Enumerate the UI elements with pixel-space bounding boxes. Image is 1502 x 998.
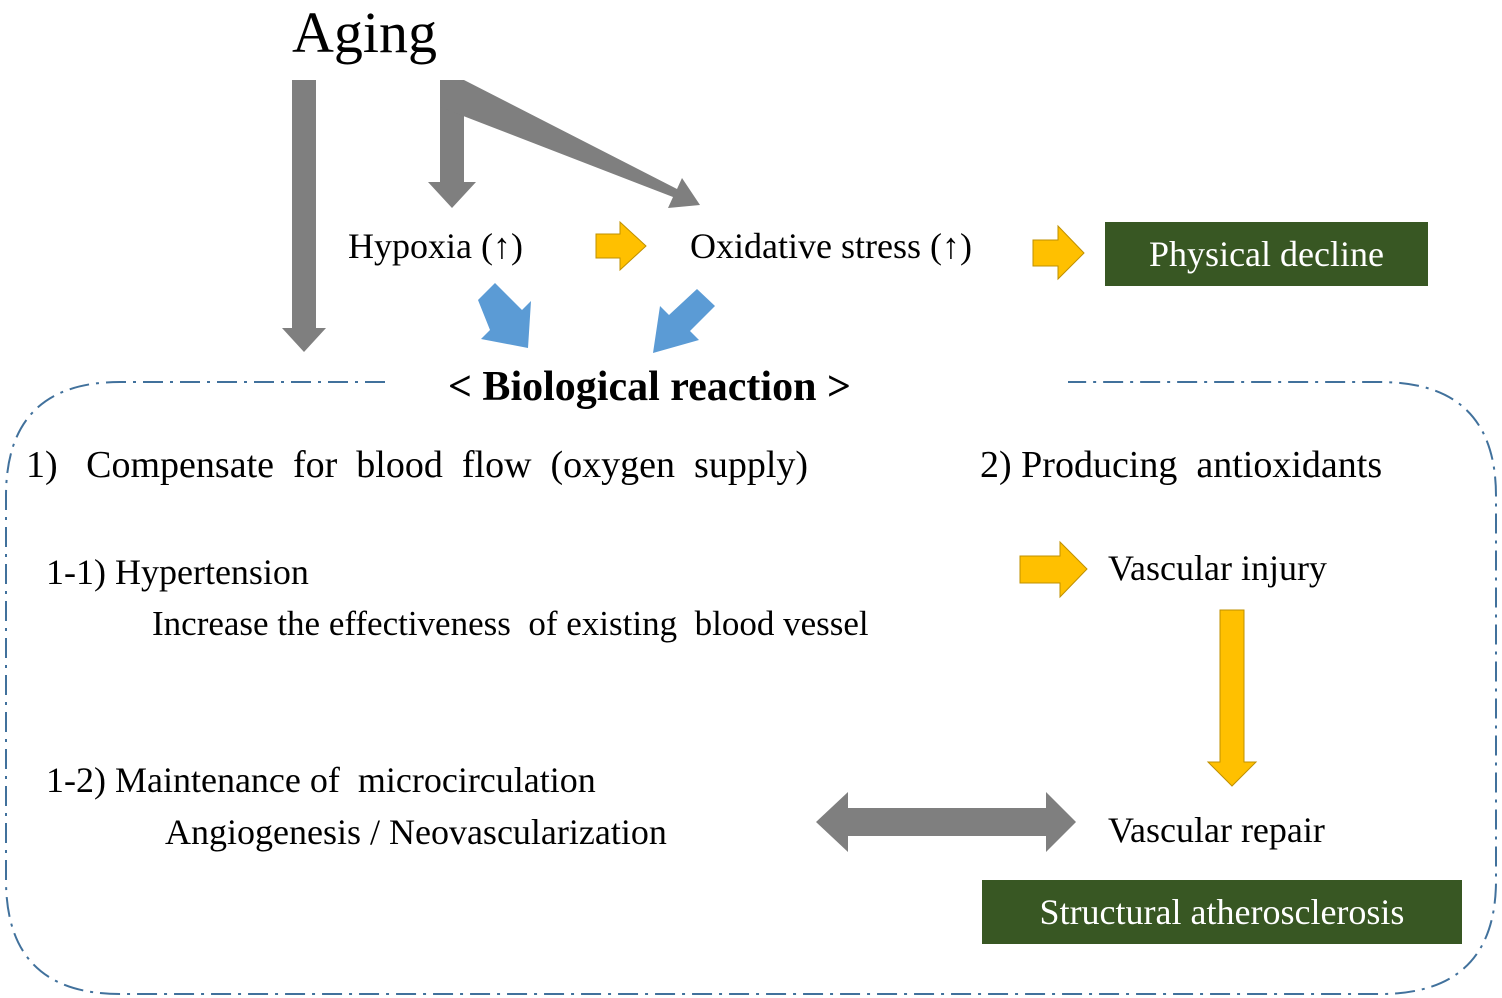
vascular-repair-label: Vascular repair (1108, 810, 1325, 850)
physical-decline-box: Physical decline (1105, 222, 1428, 286)
hypoxia-to-oxidative-stress-arrow (595, 220, 647, 272)
hypoxia-label: Hypoxia (↑) (348, 226, 523, 266)
producing-antioxidants-label: 2) Producing antioxidants (980, 444, 1383, 486)
vascular-injury-to-repair-arrow (1206, 609, 1258, 787)
vascular-injury-label: Vascular injury (1108, 548, 1327, 588)
hypoxia-to-reaction-arrow (478, 283, 531, 348)
oxidative-stress-to-physical-decline-arrow (1032, 224, 1085, 281)
microcirculation-label: 1-2) Maintenance of microcirculation (46, 760, 596, 800)
microcirculation-vascular-repair-double-arrow (816, 792, 1076, 852)
structural-atherosclerosis-label: Structural atherosclerosis (1039, 892, 1405, 932)
structural-atherosclerosis-box: Structural atherosclerosis (982, 880, 1462, 944)
aging-to-biological-reaction-arrow (282, 80, 326, 352)
oxidative-stress-label: Oxidative stress (↑) (690, 226, 972, 266)
hypertension-to-vascular-injury-arrow (1019, 540, 1088, 599)
aging-to-oxidative-stress-arrow (440, 80, 700, 208)
angiogenesis-label: Angiogenesis / Neovascularization (165, 812, 667, 852)
hypertension-label: 1-1) Hypertension (46, 552, 309, 592)
oxidative-stress-to-reaction-arrow (653, 289, 715, 353)
biological-reaction-heading: < Biological reaction > (448, 364, 851, 410)
hypertension-detail-label: Increase the effectiveness of existing b… (152, 604, 869, 643)
biological-reaction-boundary (5, 381, 1497, 995)
diagram-title: Aging (292, 0, 437, 65)
compensate-blood-flow-label: 1) Compensate for blood flow (oxygen sup… (26, 444, 809, 486)
physical-decline-label: Physical decline (1149, 234, 1384, 274)
